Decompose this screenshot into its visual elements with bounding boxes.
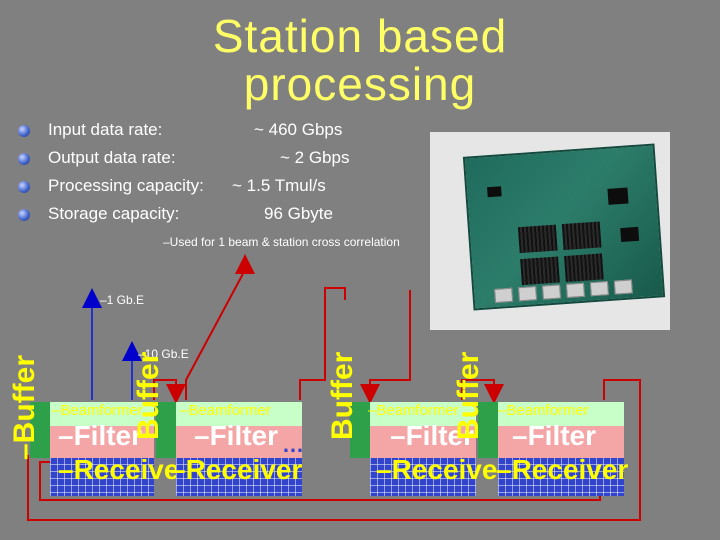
link-line	[27, 379, 641, 521]
filter-block	[50, 426, 154, 458]
link-line	[360, 290, 411, 404]
filter-block	[370, 426, 476, 458]
ellipsis-dots: …	[282, 432, 304, 457]
beamformer-label: –Beamformer	[52, 402, 143, 419]
beamformer-label: –Beamformer	[498, 402, 589, 419]
filter-label: –Filter	[58, 420, 143, 451]
beamformer-label: –Beamformer	[180, 402, 271, 419]
filter-label: –Filter	[194, 420, 279, 451]
spec-value: ~ 460 Gbps	[254, 120, 343, 139]
spec-list: Input data rate: ~ 460 Gbps Output data …	[18, 118, 398, 230]
buffer-label: Buffer	[132, 351, 165, 440]
receiver-block	[50, 458, 154, 496]
link-line	[461, 379, 504, 404]
receiver-block	[498, 458, 624, 496]
receiver-label: –Receiver	[170, 454, 303, 485]
sphere-bullet-icon	[18, 125, 30, 137]
stage-side-bar	[156, 402, 176, 458]
filter-block	[498, 426, 624, 458]
filter-label: –Filter	[390, 420, 475, 451]
beamformer-block	[50, 402, 154, 426]
circuit-board-photo	[430, 132, 670, 330]
spec-item-processing: Processing capacity: ~ 1.5 Tmul/s	[18, 174, 398, 202]
stage-1	[30, 402, 154, 496]
spec-item-output-rate: Output data rate: ~ 2 Gbps	[18, 146, 398, 174]
buffer-label: Buffer	[452, 351, 485, 440]
beamformer-block	[370, 402, 476, 426]
spec-label: Output data rate:	[48, 148, 176, 167]
link-line	[153, 379, 186, 404]
spec-item-input-rate: Input data rate: ~ 460 Gbps	[18, 118, 398, 146]
sphere-bullet-icon	[18, 153, 30, 165]
receiver-block	[370, 458, 476, 496]
stage-side-bar	[478, 402, 498, 458]
receiver-label: –Receiver	[496, 454, 629, 485]
spec-label: Input data rate:	[48, 120, 163, 139]
spec-value: ~ 2 Gbps	[280, 148, 350, 167]
gbe-1-label: –1 Gb.E	[100, 293, 145, 307]
beamformer-label: –Beamformer	[368, 402, 459, 419]
gbe-10-label: –10 Gb.E	[138, 347, 189, 361]
buffer-label: –Buffer	[8, 354, 41, 460]
stage-side-bar	[350, 402, 370, 458]
stage-side-bar	[30, 402, 50, 458]
sphere-bullet-icon	[18, 209, 30, 221]
link-line	[299, 287, 346, 400]
stage-2	[156, 402, 302, 496]
note-arrow	[185, 254, 255, 400]
stage-3	[350, 402, 476, 496]
spec-value: 96 Gbyte	[264, 204, 333, 223]
beamformer-block	[176, 402, 302, 426]
receiver-label: –Receiver	[58, 454, 191, 485]
spec-label: Processing capacity:	[48, 176, 204, 195]
buffer-label: Buffer	[326, 351, 359, 440]
receiver-block	[176, 458, 302, 496]
spec-item-storage: Storage capacity: 96 Gbyte	[18, 202, 398, 230]
beamformer-block	[498, 402, 624, 426]
stage-4	[478, 402, 624, 496]
filter-label: –Filter	[512, 420, 597, 451]
sphere-bullet-icon	[18, 181, 30, 193]
spec-value: ~ 1.5 Tmul/s	[232, 176, 326, 195]
filter-block	[176, 426, 302, 458]
spec-label: Storage capacity:	[48, 204, 180, 223]
receiver-label: –Receiver	[376, 454, 509, 485]
usage-note: –Used for 1 beam & station cross correla…	[163, 235, 400, 249]
page-title: Station based processing	[212, 10, 508, 110]
